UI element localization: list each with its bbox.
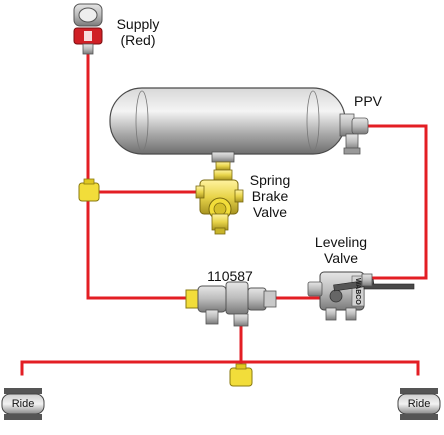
leveling-valve-label: Leveling Valve [306,234,376,266]
leveling-valve-label-line2: Valve [324,250,358,266]
ppv-valve-icon [339,113,369,155]
air-lines [20,50,428,376]
spring-brake-label-line1: Spring [249,172,291,188]
wabco-brand-label: WABCO [354,277,361,305]
ppv-to-leveling-line [364,124,428,280]
ride-distribution-line [20,360,420,376]
supply-label-line2: (Red) [120,32,156,48]
ppv-label: PPV [353,93,382,109]
supply-to-relay-line [86,198,190,300]
ride-tee-fitting-icon [229,363,253,387]
spring-brake-label-line3: Valve [253,204,287,220]
supply-label-line1: Supply [116,16,160,32]
ride-air-spring-left-icon [1,388,45,420]
spring-brake-valve-label: Spring Brake Valve [240,172,300,220]
air-tank-icon [109,87,346,171]
leveling-valve-label-line1: Leveling [314,234,368,250]
supply-gladhand-icon [73,3,103,55]
ride-air-spring-right-icon [397,388,441,420]
ride-right-label: Ride [407,398,431,410]
supply-tee-fitting-icon [78,178,100,202]
leveling-valve-icon [307,271,415,321]
spring-brake-valve-icon [195,169,244,235]
relay-valve-110587-icon [185,281,277,327]
ride-left-label: Ride [11,398,35,410]
supply-label: Supply (Red) [108,16,168,48]
spring-brake-label-line2: Brake [251,188,289,204]
relay-part-number-label: 110587 [207,268,253,284]
